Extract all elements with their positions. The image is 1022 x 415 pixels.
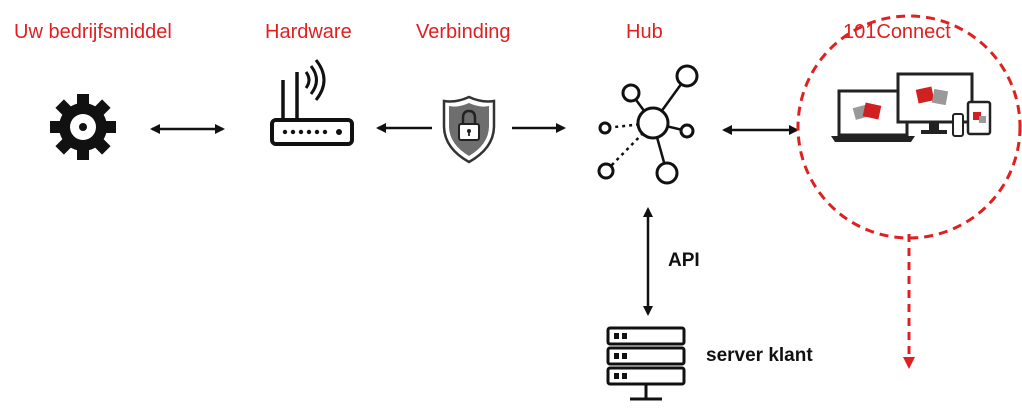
label-api: API	[668, 250, 700, 271]
router-icon	[270, 59, 354, 146]
gear-icon	[50, 94, 116, 160]
label-asset: Uw bedrijfsmiddel	[14, 21, 172, 43]
label-hub: Hub	[626, 21, 663, 43]
label-platform: 101Connect	[843, 21, 951, 43]
platform-highlight-circle	[796, 14, 1022, 240]
hub-network-icon	[597, 64, 699, 185]
server-icon	[606, 326, 686, 401]
label-connection: Verbinding	[416, 21, 511, 43]
devices-icon	[831, 72, 992, 142]
shield-lock-icon	[442, 95, 496, 164]
label-server: server klant	[706, 345, 813, 366]
label-hardware: Hardware	[265, 21, 352, 43]
